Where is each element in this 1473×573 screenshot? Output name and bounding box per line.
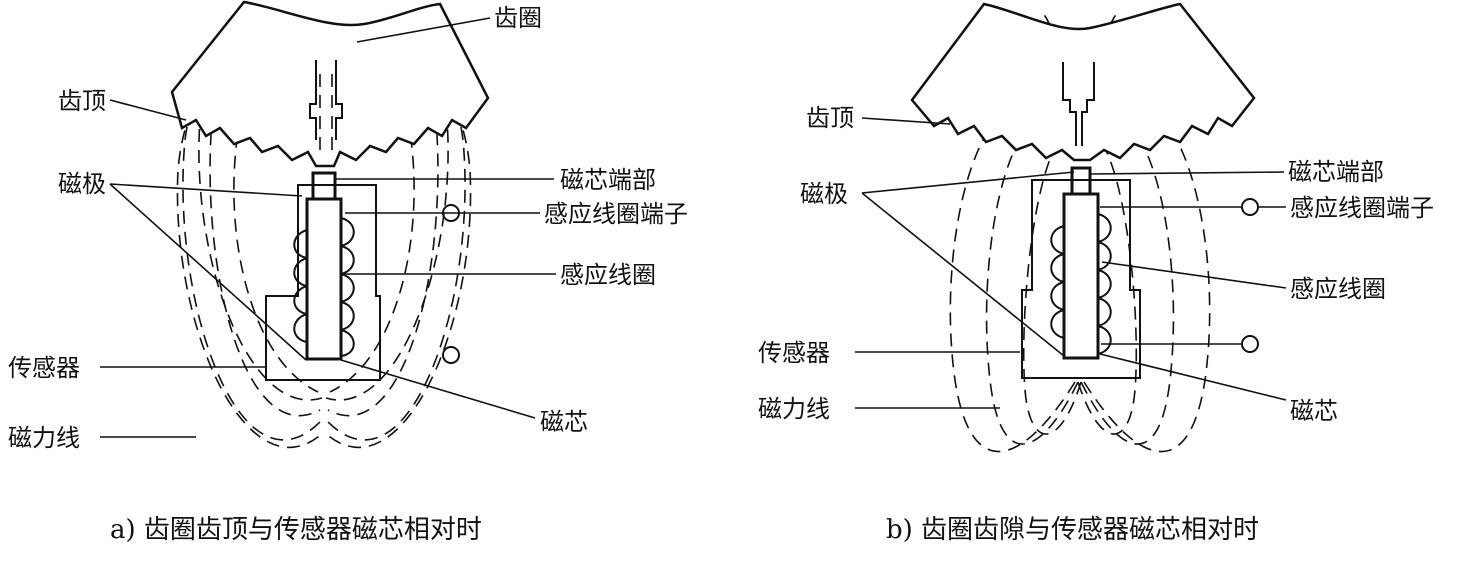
ring-gear-b	[910, 2, 1256, 162]
label-coil-b: 感应线圈	[1290, 275, 1386, 303]
label-flux-lines-b: 磁力线	[758, 395, 830, 423]
induction-coil-b	[1050, 213, 1112, 355]
leaders-b	[855, 117, 1287, 409]
label-sensor-b: 传感器	[758, 339, 830, 367]
magnetic-core-b	[1062, 192, 1100, 360]
label-coil-terminal-a: 感应线圈端子	[544, 200, 688, 228]
coil-terminal-top-b	[1241, 198, 1259, 216]
leaders-a	[100, 17, 556, 438]
sensor-housing-b	[1021, 179, 1141, 379]
panel-b: 齿顶 磁极 传感器 磁力线 磁芯端部 感应线圈端子 感应线圈 磁芯 b) 齿圈齿…	[758, 2, 1434, 545]
label-magnetic-pole-a: 磁极	[58, 170, 106, 198]
label-core-b: 磁芯	[1290, 397, 1338, 425]
caption-b: b) 齿圈齿隙与传感器磁芯相对时	[886, 515, 1259, 545]
sensor-housing-a	[265, 184, 381, 381]
label-flux-lines-a: 磁力线	[8, 424, 80, 452]
label-core-end-a: 磁芯端部	[560, 166, 656, 194]
coil-terminal-bottom-b	[1241, 335, 1259, 353]
ring-gear-a	[170, 0, 490, 168]
label-ring-gear-a: 齿圈	[494, 4, 542, 32]
label-coil-terminal-b: 感应线圈端子	[1290, 194, 1434, 222]
label-coil-a: 感应线圈	[560, 261, 656, 289]
label-sensor-a: 传感器	[8, 354, 80, 382]
magnetic-core-a	[305, 197, 343, 361]
label-magnetic-pole-b: 磁极	[800, 180, 848, 208]
panel-a: 齿圈 齿顶 磁极 传感器 磁力线 磁芯端部 感应线圈端子 感应线圈 磁芯 a) …	[8, 0, 688, 545]
induction-coil-a	[293, 217, 355, 357]
label-core-a: 磁芯	[540, 408, 588, 436]
label-tooth-top-b: 齿顶	[806, 104, 854, 132]
label-core-end-b: 磁芯端部	[1288, 158, 1384, 186]
label-tooth-top-a: 齿顶	[58, 87, 106, 115]
coil-terminal-bottom-a	[442, 346, 460, 364]
caption-a: a) 齿圈齿顶与传感器磁芯相对时	[110, 515, 482, 545]
